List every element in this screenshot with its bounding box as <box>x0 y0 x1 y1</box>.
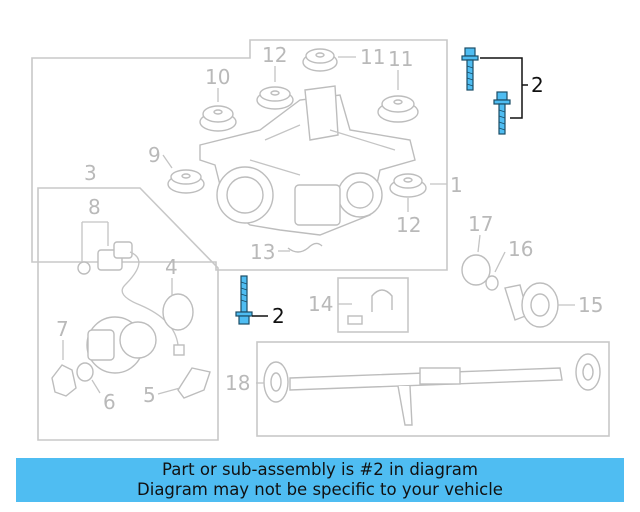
pump-assembly-panel <box>37 187 219 441</box>
label-11-top: 11 <box>360 45 385 69</box>
label-1: 1 <box>450 173 463 197</box>
bolt-2-upper <box>461 47 479 91</box>
parts-diagram: 11 12 10 11 9 1 12 13 3 8 4 7 6 5 14 17 … <box>31 39 610 441</box>
leader-8 <box>81 221 109 262</box>
bolt-2-lower <box>235 275 253 325</box>
bolt-2-middle <box>493 91 511 135</box>
label-4: 4 <box>165 255 178 279</box>
pump-body <box>86 316 157 374</box>
label-11-right: 11 <box>388 47 413 71</box>
label-3: 3 <box>84 161 97 185</box>
hose-13 <box>287 242 323 253</box>
flange-15 <box>504 282 559 328</box>
leader-2-upper <box>480 57 523 119</box>
oring-4 <box>162 293 194 331</box>
leader-6 <box>91 379 101 394</box>
mount-12-right <box>389 173 427 198</box>
oring-6 <box>76 362 94 382</box>
main-assembly-panel <box>31 39 448 271</box>
label-17: 17 <box>468 212 493 236</box>
label-10: 10 <box>205 65 230 89</box>
label-14: 14 <box>308 292 333 316</box>
mount-10 <box>199 105 237 132</box>
bracket-14 <box>347 289 393 325</box>
label-15: 15 <box>578 293 603 317</box>
label-6: 6 <box>103 390 116 414</box>
leader-5 <box>157 387 181 395</box>
seal-17 <box>461 254 491 286</box>
label-7: 7 <box>56 317 69 341</box>
info-banner: Part or sub-assembly is #2 in diagram Di… <box>16 458 624 502</box>
banner-line-2: Diagram may not be specific to your vehi… <box>137 480 503 499</box>
leader-17 <box>477 234 481 253</box>
leader-9 <box>162 154 173 169</box>
driveshaft-panel <box>256 341 610 437</box>
label-12-top: 12 <box>262 43 287 67</box>
label-12-right: 12 <box>396 213 421 237</box>
mount-11-top <box>302 48 338 72</box>
flange-7 <box>51 364 77 397</box>
label-18: 18 <box>225 371 250 395</box>
mount-9 <box>167 169 205 194</box>
ring-16 <box>485 275 499 291</box>
driveshaft-18 <box>263 353 601 426</box>
banner-line-1: Part or sub-assembly is #2 in diagram <box>162 460 478 479</box>
label-5: 5 <box>143 383 156 407</box>
mount-11-right <box>377 95 419 123</box>
bracket-panel <box>337 277 409 333</box>
label-13: 13 <box>250 240 275 264</box>
leader-16 <box>494 251 506 273</box>
bracket-5 <box>177 367 211 399</box>
label-8: 8 <box>88 195 101 219</box>
label-16: 16 <box>508 237 533 261</box>
label-2-lower: 2 <box>272 304 285 328</box>
differential-housing <box>199 85 416 236</box>
mount-12-top <box>256 86 294 110</box>
label-2-upper: 2 <box>531 73 544 97</box>
label-9: 9 <box>148 143 161 167</box>
